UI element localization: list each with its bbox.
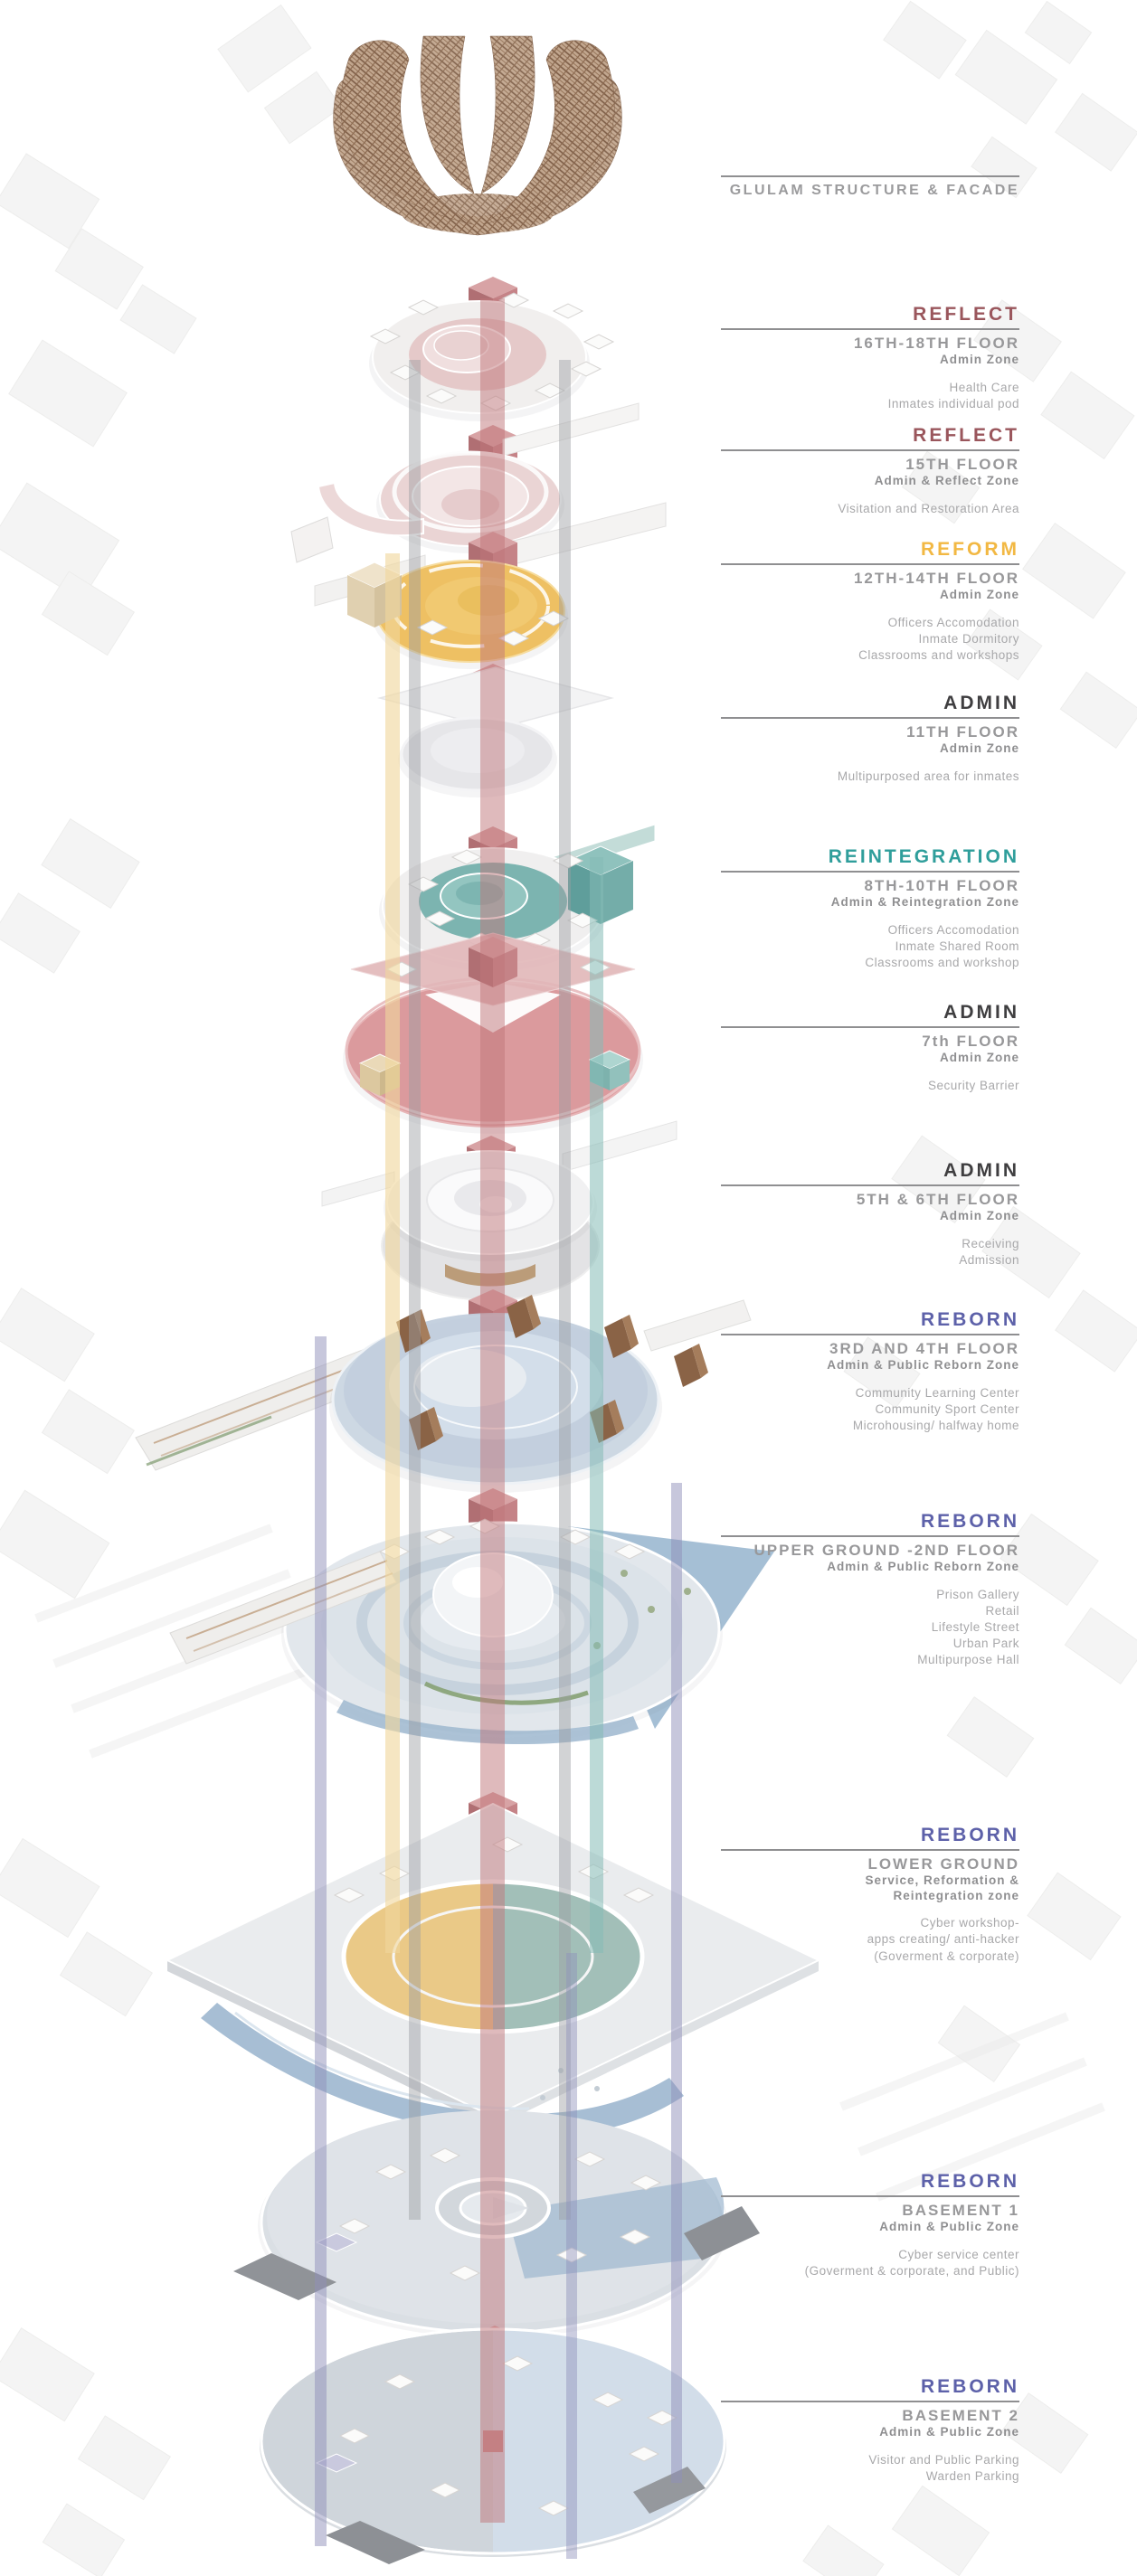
- floor-label-11: ADMIN 11TH FLOOR Admin Zone Multipurpose…: [721, 693, 1019, 785]
- label-divider: [721, 2195, 1019, 2198]
- zone-name: REFORM: [921, 539, 1019, 560]
- label-divider: [721, 175, 1019, 177]
- zone-name: REBORN: [920, 2376, 1019, 2397]
- floor-label-16-18: REFLECT 16TH-18TH FLOOR Admin Zone Healt…: [721, 304, 1019, 412]
- label-divider: [721, 1535, 1019, 1538]
- circulation-cores: [315, 298, 682, 2559]
- zone-name: REBORN: [920, 1309, 1019, 1330]
- floor-label-upper-ground: REBORN UPPER GROUND -2ND FLOOR Admin & P…: [721, 1511, 1019, 1668]
- zone-subtitle: Admin Zone: [940, 741, 1019, 755]
- label-divider: [721, 717, 1019, 720]
- zone-subtitle: Admin Zone: [940, 587, 1019, 601]
- zone-subtitle: Service, Reformation &: [865, 1873, 1019, 1887]
- floor-range: 3RD AND 4TH FLOOR: [829, 1340, 1019, 1358]
- floor-range: LOWER GROUND: [867, 1855, 1019, 1873]
- program-list: Visitor and Public Parking Warden Parkin…: [868, 2452, 1019, 2483]
- zone-name: REBORN: [920, 2171, 1019, 2192]
- floor-range: 11TH FLOOR: [906, 723, 1019, 741]
- program-list: Community Learning Center Community Spor…: [852, 1385, 1019, 1432]
- floor-label-15: REFLECT 15TH FLOOR Admin & Reflect Zone …: [721, 425, 1019, 517]
- floor-label-3-4: REBORN 3RD AND 4TH FLOOR Admin & Public …: [721, 1309, 1019, 1434]
- zone-name: REINTEGRATION: [828, 846, 1019, 867]
- zone-subtitle: Admin Zone: [940, 1208, 1019, 1222]
- floor-label-12-14: REFORM 12TH-14TH FLOOR Admin Zone Office…: [721, 539, 1019, 664]
- program-list: Prison Gallery Retail Lifestyle Street U…: [917, 1587, 1019, 1666]
- label-divider: [721, 2401, 1019, 2403]
- floor-plate-11: [377, 664, 614, 797]
- zone-subtitle: Admin & Public Reborn Zone: [827, 1357, 1019, 1372]
- floor-label-5-6: ADMIN 5TH & 6TH FLOOR Admin Zone Receivi…: [721, 1160, 1019, 1269]
- label-divider: [721, 1184, 1019, 1187]
- zone-name: REBORN: [920, 1511, 1019, 1532]
- label-divider: [721, 1026, 1019, 1029]
- floor-range: 7th FLOOR: [922, 1033, 1019, 1051]
- zone-subtitle: Admin & Public Zone: [879, 2219, 1019, 2233]
- zone-subtitle-line2: Reintegration zone: [893, 1888, 1019, 1902]
- floor-range: 12TH-14TH FLOOR: [853, 570, 1019, 588]
- floor-label-8-10: REINTEGRATION 8TH-10TH FLOOR Admin & Rei…: [721, 846, 1019, 971]
- floor-label-lower-ground: REBORN LOWER GROUND Service, Reformation…: [721, 1825, 1019, 1965]
- zone-name: ADMIN: [943, 1002, 1019, 1023]
- program-list: Multipurposed area for inmates: [837, 769, 1019, 783]
- program-list: Health Care Inmates individual pod: [887, 380, 1019, 410]
- label-divider: [721, 1849, 1019, 1852]
- floor-range: UPPER GROUND -2ND FLOOR: [753, 1542, 1019, 1560]
- label-divider: [721, 449, 1019, 452]
- glulam-lattice-structure: [333, 35, 622, 236]
- zone-subtitle: Admin & Public Zone: [879, 2424, 1019, 2439]
- zone-subtitle: Admin & Reflect Zone: [874, 473, 1019, 487]
- program-list: Officers Accomodation Inmate Shared Room…: [865, 922, 1019, 969]
- floor-label-basement-1: REBORN BASEMENT 1 Admin & Public Zone Cy…: [721, 2171, 1019, 2279]
- floor-label-7: ADMIN 7th FLOOR Admin Zone Security Barr…: [721, 1002, 1019, 1094]
- floor-range: BASEMENT 2: [902, 2407, 1019, 2425]
- program-list: Visitation and Restoration Area: [838, 501, 1019, 515]
- label-glulam: GLULAM STRUCTURE & FACADE: [721, 172, 1019, 199]
- program-list: Officers Accomodation Inmate Dormitory C…: [858, 615, 1019, 662]
- floor-range: 16TH-18TH FLOOR: [853, 335, 1019, 353]
- zone-name: REFLECT: [913, 425, 1019, 446]
- zone-subtitle: Admin & Public Reborn Zone: [827, 1559, 1019, 1573]
- floor-range: 15TH FLOOR: [905, 456, 1019, 474]
- floor-plate-upper-ground: [169, 1488, 774, 1744]
- label-divider: [721, 871, 1019, 873]
- zone-subtitle: Admin Zone: [940, 352, 1019, 366]
- glulam-title: GLULAM STRUCTURE & FACADE: [729, 183, 1019, 198]
- zone-name: REFLECT: [913, 304, 1019, 325]
- label-divider: [721, 328, 1019, 331]
- program-list: Receiving Admission: [959, 1236, 1019, 1267]
- label-divider: [721, 563, 1019, 566]
- zone-subtitle: Admin Zone: [940, 1050, 1019, 1064]
- zone-subtitle: Admin & Reintegration Zone: [830, 894, 1019, 909]
- floor-plate-3-4: [135, 1289, 752, 1493]
- site-plan-stripes: [34, 1524, 1105, 2202]
- label-divider: [721, 1334, 1019, 1336]
- floor-range: 5TH & 6TH FLOOR: [856, 1191, 1019, 1209]
- floor-range: BASEMENT 1: [902, 2202, 1019, 2220]
- program-list: Cyber workshop- apps creating/ anti-hack…: [867, 1916, 1019, 1963]
- program-list: Security Barrier: [927, 1078, 1019, 1092]
- floor-plate-8-10: [379, 824, 656, 971]
- program-list: Cyber service center (Goverment & corpor…: [804, 2247, 1019, 2278]
- zone-name: ADMIN: [943, 693, 1019, 713]
- zone-name: ADMIN: [943, 1160, 1019, 1181]
- floor-label-basement-2: REBORN BASEMENT 2 Admin & Public Zone Vi…: [721, 2376, 1019, 2485]
- zone-name: REBORN: [920, 1825, 1019, 1845]
- floor-range: 8TH-10TH FLOOR: [864, 877, 1019, 895]
